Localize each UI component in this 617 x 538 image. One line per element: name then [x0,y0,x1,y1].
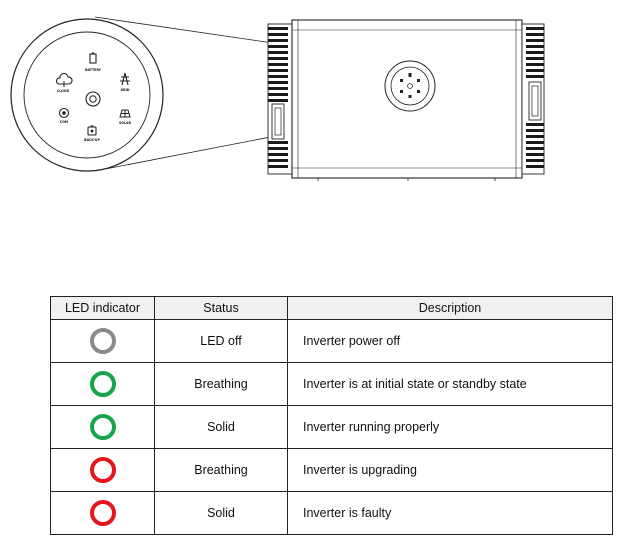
device-control-panel [384,60,436,112]
magnified-panel: BATTERY GRID CLOUD COM SOLAR [10,18,164,172]
backup-icon [87,125,97,136]
table-row: Breathing Inverter is upgrading [50,448,613,492]
left-fins [267,23,293,175]
table-header-row: LED indicator Status Description [50,296,613,320]
battery-icon [89,52,97,64]
status-cell: Solid [154,405,288,449]
backup-label: BACK-UP [84,138,100,142]
grid-icon [120,72,130,86]
led-green-ring-icon [89,371,116,397]
table-row: Breathing Inverter is at initial state o… [50,362,613,406]
right-fins [521,23,545,175]
description-cell: Inverter is faulty [287,491,613,535]
inverter-device [267,19,545,181]
led-red-ring-icon [89,500,116,526]
header-status: Status [154,296,288,320]
inverter-illustration: BATTERY GRID CLOUD COM SOLAR [10,16,545,181]
table-row: Solid Inverter is faulty [50,491,613,535]
status-cell: Breathing [154,362,288,406]
led-status-table: LED indicator Status Description LED off… [50,296,613,535]
status-cell: Solid [154,491,288,535]
solar-label: SOLAR [119,121,132,125]
led-red-ring-icon [89,457,116,483]
status-cell: LED off [154,319,288,363]
grid-label: GRID [121,88,130,92]
battery-label: BATTERY [85,68,102,72]
cloud-icon [55,72,73,87]
header-description: Description [287,296,613,320]
com-icon [58,107,70,119]
description-cell: Inverter is at initial state or standby … [287,362,613,406]
status-cell: Breathing [154,448,288,492]
description-cell: Inverter power off [287,319,613,363]
description-cell: Inverter running properly [287,405,613,449]
header-led-indicator: LED indicator [50,296,155,320]
table-row: Solid Inverter running properly [50,405,613,449]
table-row: LED off Inverter power off [50,319,613,363]
center-button-icon [85,91,101,107]
led-green-ring-icon [89,414,116,440]
cloud-label: CLOUD [57,89,70,93]
com-label: COM [60,120,68,124]
solar-icon [119,109,131,118]
description-cell: Inverter is upgrading [287,448,613,492]
led-off-ring-icon [89,328,116,354]
